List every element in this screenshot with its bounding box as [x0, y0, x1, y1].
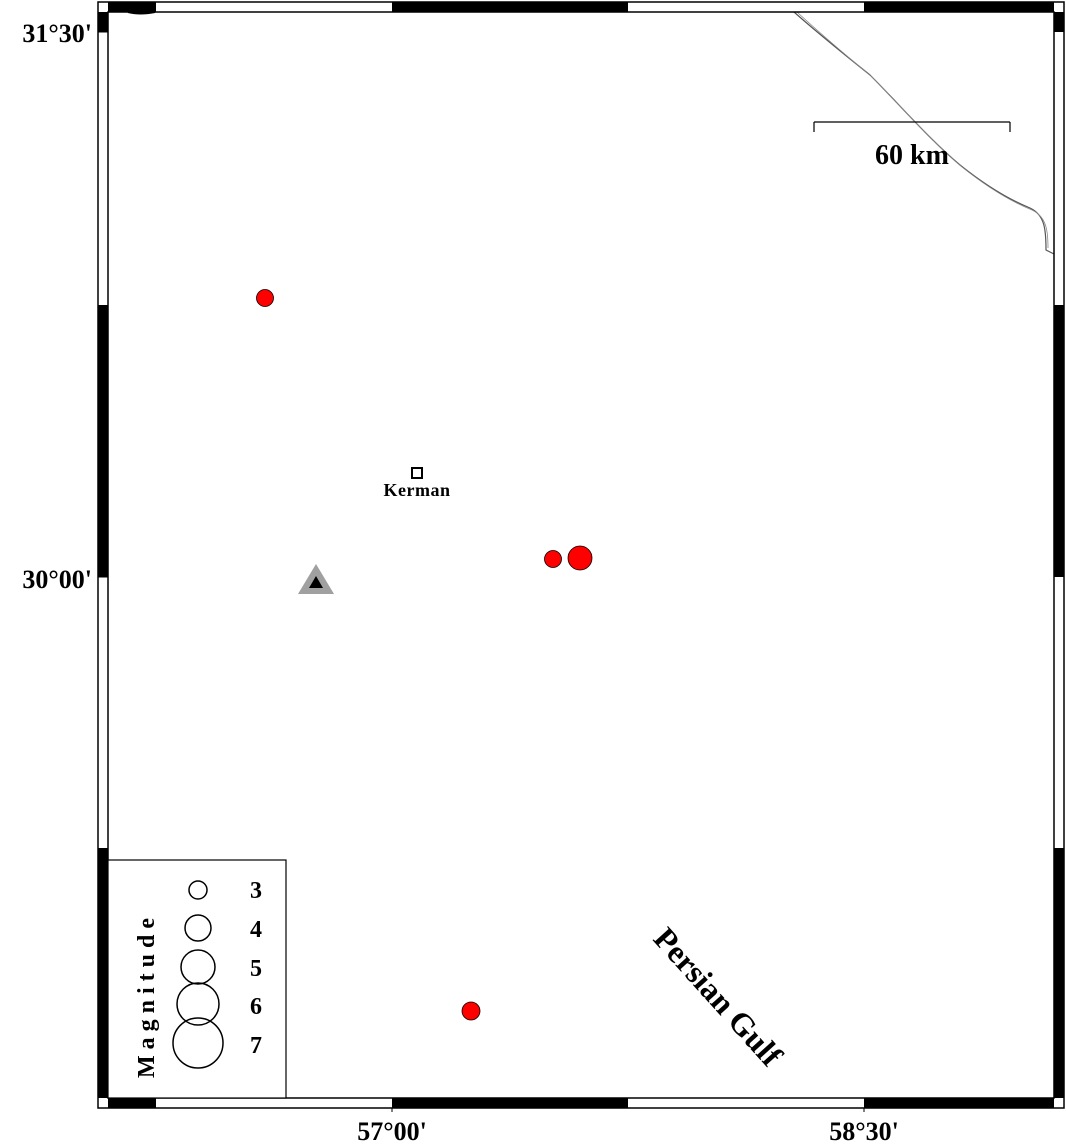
- legend-circle-5: [180, 949, 216, 985]
- legend-circle-7: [172, 1017, 224, 1069]
- earthquake-events: [256, 289, 593, 1021]
- legend-title: Magnitude: [134, 912, 160, 1078]
- city-label: Kerman: [384, 480, 451, 500]
- triangle-marker-inner: [309, 576, 323, 588]
- lat-tick-label-mid: 30°00': [22, 565, 92, 594]
- legend-circle-6: [176, 982, 220, 1026]
- earthquake-event: [461, 1001, 481, 1021]
- coastline-2: [796, 11, 1049, 249]
- legend-label-4: 4: [250, 917, 262, 943]
- square-marker: [411, 467, 423, 479]
- legend-label-5: 5: [250, 956, 262, 982]
- legend-label-3: 3: [250, 878, 262, 904]
- scale-bar-label: 60 km: [875, 140, 949, 171]
- legend-label-6: 6: [250, 994, 262, 1020]
- legend-label-7: 7: [250, 1033, 262, 1059]
- legend-circle-3: [188, 880, 208, 900]
- lat-tick-label-top: 31°30': [22, 19, 92, 48]
- lon-tick-label-right: 58°30': [829, 1117, 899, 1146]
- scale-bar: 60 km: [813, 121, 1011, 171]
- earthquake-event: [256, 289, 274, 307]
- city-kerman: Kerman: [384, 467, 451, 500]
- magnitude-legend: Magnitude 3 4 5 6 7: [107, 859, 287, 1099]
- map-frame: [97, 1, 1065, 1112]
- legend-circle-4: [184, 914, 212, 942]
- earthquake-event: [544, 550, 562, 568]
- station: [298, 564, 334, 594]
- lon-tick-label-left: 57°00': [357, 1117, 427, 1146]
- earthquake-event: [567, 545, 593, 571]
